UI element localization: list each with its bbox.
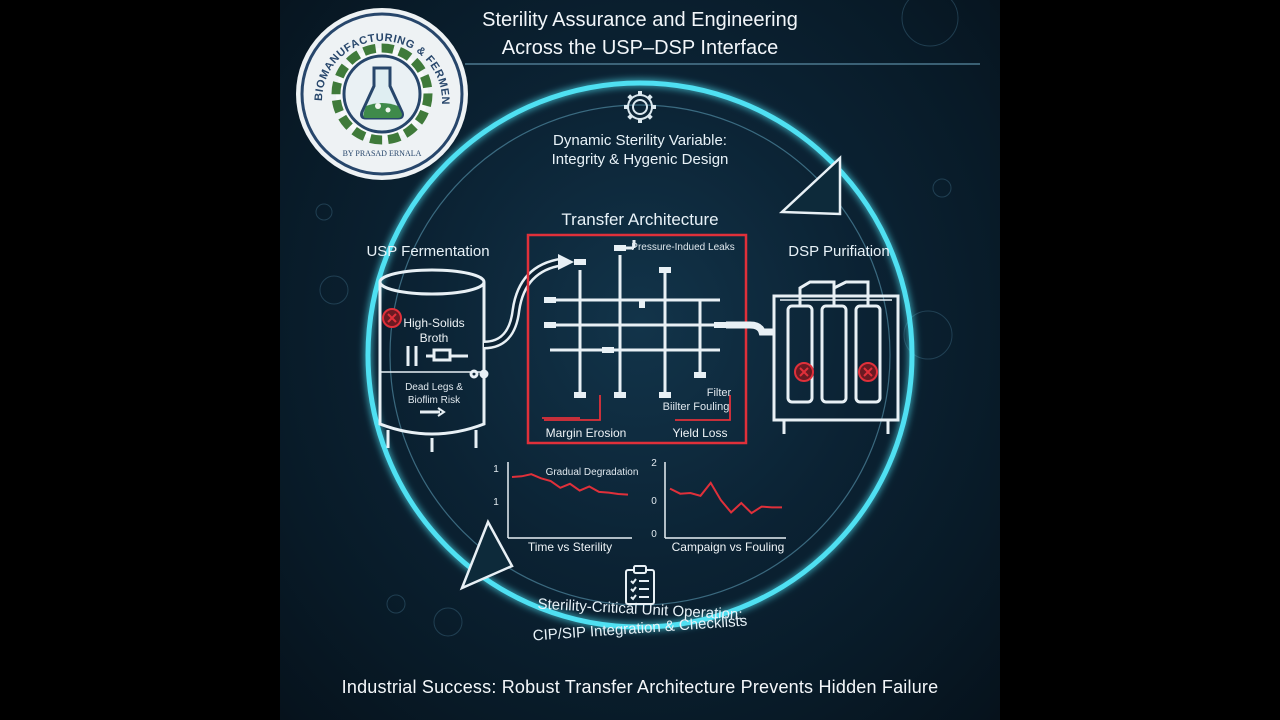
usp-title: USP Fermentation (366, 243, 490, 260)
infographic: BIOMANUFACTURING & FERMENTATION TECHNOLO… (280, 0, 1000, 720)
fouling-label: Biilter Fouling (662, 401, 730, 413)
chart-campaign-vs-fouling (664, 462, 786, 539)
dead-legs-label: Dead Legs & Bioflim Risk (384, 381, 484, 407)
transfer-to-dsp-pipe (726, 321, 774, 336)
chart2-ytick: 0 (651, 529, 657, 540)
usp-to-transfer-pipe (483, 257, 563, 350)
chart-time-vs-sterility (507, 462, 632, 539)
clipboard-checklist-icon (625, 565, 655, 605)
logo-author: BY PRASAD ERNALA (343, 149, 422, 158)
process-cycle-ring (365, 80, 915, 630)
pressure-leaks-label: Pressure-Indued Leaks (631, 242, 735, 253)
usp-fermentation-tank (378, 268, 489, 452)
footer-tagline: Industrial Success: Robust Transfer Arch… (341, 677, 939, 697)
chart2-xlabel: Campaign vs Fouling (671, 540, 785, 554)
series-line-fouling (669, 481, 782, 515)
title-line-2: Across the USP–DSP Interface (501, 37, 779, 59)
top-label-line-2: Integrity & Hygenic Design (551, 151, 729, 168)
dsp-title: DSP Purifiation (788, 243, 890, 260)
chart1-xlabel: Time vs Sterility (527, 540, 613, 554)
transfer-architecture-title: Transfer Architecture (561, 210, 719, 229)
series-line-degradation (511, 473, 629, 496)
diagram-canvas: BIOMANUFACTURING & FERMENTATION TECHNOLO… (289, 0, 980, 637)
dead-legs-line-1: Dead Legs & (405, 382, 463, 393)
broth-line-2: Broth (419, 331, 449, 345)
bottom-cycle-label: Sterility-Critical Unit Operation: CIP/S… (480, 596, 800, 645)
piping-manifold (544, 240, 726, 398)
fail-x-icon (858, 362, 878, 382)
yield-loss-label: Yield Loss (672, 426, 728, 440)
chart2-ytick: 2 (651, 458, 657, 469)
chart1-ytick: 1 (493, 497, 499, 508)
broth-line-1: High-Solids (403, 316, 465, 330)
risk-callout-lines (542, 395, 731, 421)
chart1-ytick: 1 (493, 464, 499, 475)
dead-legs-line-2: Bioflim Risk (407, 395, 461, 406)
top-cycle-label: Dynamic Sterility Variable: Integrity & … (480, 131, 800, 169)
title-line-1: Sterility Assurance and Engineering (482, 9, 798, 31)
top-label-line-1: Dynamic Sterility Variable: (553, 132, 727, 149)
gear-icon (624, 91, 656, 123)
chart2-ytick: 0 (651, 496, 657, 507)
chart1-annotation: Gradual Degradation (545, 467, 639, 478)
cycle-arrow-top-right (778, 155, 842, 216)
margin-erosion-label: Margin Erosion (545, 426, 627, 440)
fail-x-icon (382, 308, 402, 328)
transfer-architecture-box (526, 233, 748, 445)
cycle-arrow-bottom-left (459, 519, 514, 591)
dsp-purification-skid (772, 280, 900, 434)
broth-label: High-Solids Broth (384, 316, 484, 346)
filter-label: Filter (706, 387, 732, 399)
fail-x-icon (794, 362, 814, 382)
background-bubbles (315, 0, 959, 637)
page-title: Sterility Assurance and Engineering Acro… (400, 6, 880, 62)
